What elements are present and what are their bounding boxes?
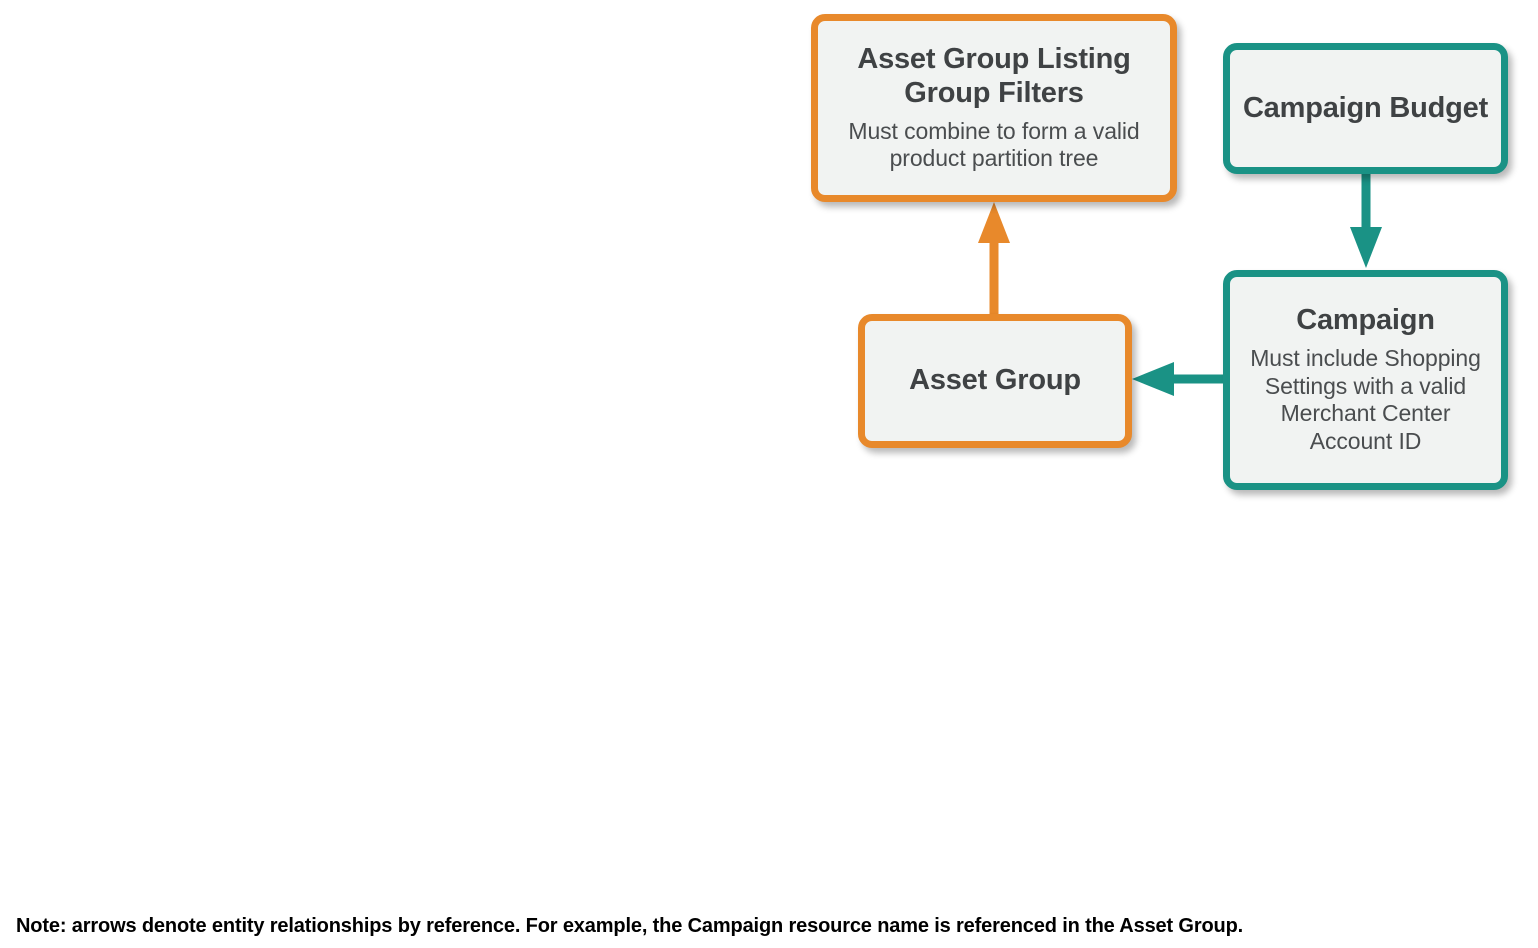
node-title: Campaign Budget <box>1242 91 1489 124</box>
edge-campaign-budget-to-campaign <box>1350 172 1382 268</box>
node-title: Asset Group <box>909 364 1081 397</box>
node-campaign-budget[interactable]: Campaign Budget <box>1223 43 1508 174</box>
arrowhead-down-teal <box>1350 227 1382 268</box>
node-title: Campaign <box>1296 304 1435 337</box>
diagram-footnote: Note: arrows denote entity relationships… <box>16 915 1244 937</box>
arrowhead-up-orange <box>978 202 1010 243</box>
node-asset-group[interactable]: Asset Group <box>858 314 1132 448</box>
node-description: Must include Shopping Settings with a va… <box>1250 345 1481 455</box>
edge-asset-group-to-listing-group-filters <box>978 202 1010 316</box>
node-asset-group-listing-group-filters[interactable]: Asset Group Listing Group Filters Must c… <box>811 14 1177 202</box>
edge-campaign-to-asset-group <box>1132 362 1226 396</box>
node-description: Must combine to form a valid product par… <box>848 117 1140 172</box>
node-title: Asset Group Listing Group Filters <box>857 42 1131 109</box>
node-campaign[interactable]: Campaign Must include Shopping Settings … <box>1223 270 1508 490</box>
arrowhead-left-teal <box>1132 362 1174 396</box>
